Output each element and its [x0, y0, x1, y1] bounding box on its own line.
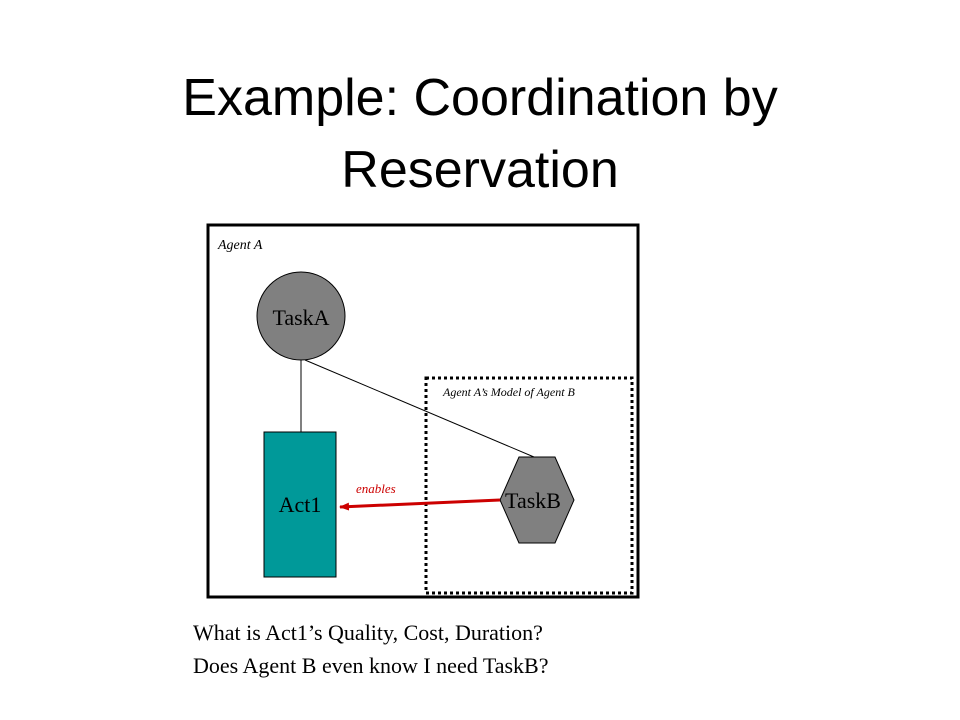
- question-text: What is Act1’s Quality, Cost, Duration? …: [193, 616, 548, 682]
- taska-label: TaskA: [272, 305, 329, 330]
- enables-arrow: [339, 498, 501, 511]
- agent-a-label: Agent A: [217, 238, 263, 253]
- question-line-2: Does Agent B even know I need TaskB?: [193, 653, 549, 678]
- act1-node: [263, 431, 337, 578]
- slide-title-line-1: Example: Coordination by: [182, 69, 778, 127]
- taska-taskb-edge: [304, 359, 535, 458]
- taskb-label: TaskB: [505, 488, 561, 513]
- slide-title-line-2: Reservation: [341, 141, 619, 199]
- agent-b-model-label: Agent A’s Model of Agent B: [442, 385, 576, 399]
- enables-label: enables: [356, 481, 396, 496]
- taska-node: [256, 271, 346, 361]
- question-line-1: What is Act1’s Quality, Cost, Duration?: [193, 620, 543, 645]
- act1-label: Act1: [279, 492, 322, 517]
- agent-a-box: [206, 223, 640, 599]
- agent-b-model-box: [424, 376, 634, 595]
- slide-title: Example: Coordination by Reservation: [80, 62, 880, 206]
